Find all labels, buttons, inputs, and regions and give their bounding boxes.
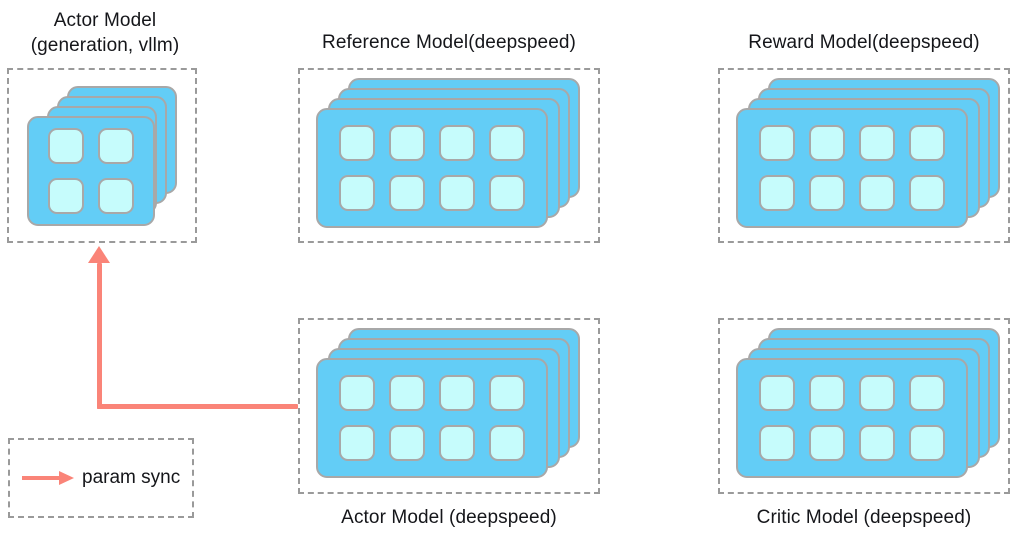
device-cell — [389, 375, 425, 411]
card-stack-actor-generation — [9, 70, 195, 241]
device-cell — [759, 175, 795, 211]
device-cell — [439, 125, 475, 161]
model-card-front[interactable] — [27, 116, 155, 226]
model-card-front[interactable] — [316, 358, 548, 478]
device-cell — [759, 425, 795, 461]
card-stack-actor-deepspeed — [300, 320, 598, 492]
card-stack-reward-model — [720, 70, 1008, 241]
device-cell — [339, 175, 375, 211]
device-cell — [909, 425, 945, 461]
device-cell — [339, 425, 375, 461]
device-cell — [48, 178, 84, 214]
device-cell — [909, 175, 945, 211]
group-label-actor-deepspeed: Actor Model (deepspeed) — [341, 507, 557, 528]
device-cell — [489, 425, 525, 461]
device-cell — [809, 125, 845, 161]
device-cell — [759, 125, 795, 161]
model-card-front[interactable] — [736, 108, 968, 228]
device-cell — [859, 375, 895, 411]
device-cell — [859, 425, 895, 461]
device-cell — [339, 125, 375, 161]
device-cell — [389, 425, 425, 461]
group-label-reference-model: Reference Model(deepspeed) — [322, 32, 576, 53]
device-cell — [439, 375, 475, 411]
device-cell — [389, 175, 425, 211]
device-cell — [859, 125, 895, 161]
model-card-front[interactable] — [316, 108, 548, 228]
device-cell — [98, 128, 134, 164]
device-cell — [439, 175, 475, 211]
model-card-front[interactable] — [736, 358, 968, 478]
device-cell — [48, 128, 84, 164]
group-label-critic-model: Critic Model (deepspeed) — [756, 507, 972, 528]
group-box-actor-generation[interactable] — [7, 68, 197, 243]
legend-box: param sync — [8, 438, 194, 518]
device-cell — [439, 425, 475, 461]
device-cell — [489, 125, 525, 161]
device-cell — [759, 375, 795, 411]
device-cell — [909, 375, 945, 411]
arrow-shaft — [22, 475, 60, 480]
device-cell — [859, 175, 895, 211]
arrow-right-icon — [22, 470, 74, 487]
device-cell — [489, 175, 525, 211]
device-cell — [98, 178, 134, 214]
param-sync-arrow-vertical-segment — [97, 263, 102, 409]
param-sync-arrow-head-icon — [88, 246, 110, 263]
device-cell — [809, 175, 845, 211]
group-box-reference-model[interactable] — [298, 68, 600, 243]
arrow-head — [59, 470, 74, 485]
group-box-actor-deepspeed[interactable] — [298, 318, 600, 494]
device-cell — [389, 125, 425, 161]
card-stack-critic-model — [720, 320, 1008, 492]
group-label-reward-model: Reward Model(deepspeed) — [748, 32, 980, 53]
param-sync-arrow-horizontal-segment — [97, 404, 298, 409]
group-label-actor-generation: Actor Model (generation, vllm) — [30, 10, 180, 56]
legend-item-label: param sync — [82, 467, 181, 488]
card-stack-reference-model — [300, 70, 598, 241]
device-cell — [489, 375, 525, 411]
device-cell — [909, 125, 945, 161]
device-cell — [809, 375, 845, 411]
device-cell — [809, 425, 845, 461]
group-box-reward-model[interactable] — [718, 68, 1010, 243]
device-cell — [339, 375, 375, 411]
group-box-critic-model[interactable] — [718, 318, 1010, 494]
